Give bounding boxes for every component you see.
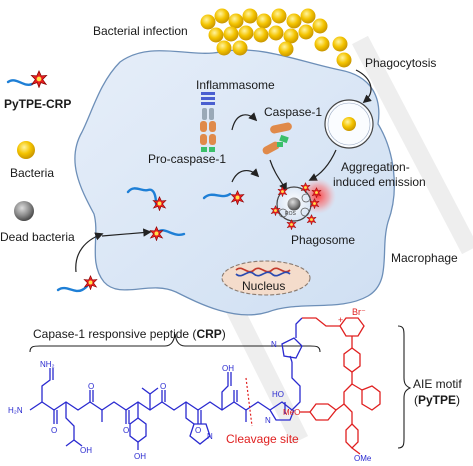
entry-arrow <box>75 232 104 273</box>
probe-in-cytoplasm <box>126 187 245 211</box>
legend-bacteria-label: Bacteria <box>10 166 55 180</box>
ros-label: ROS <box>285 211 297 217</box>
crp-title-suffix: ) <box>221 327 226 341</box>
vesicle-to-phagosome-arrow <box>308 149 337 181</box>
atom-br: Br⁻ <box>352 307 366 317</box>
atom-meo: MeO <box>283 408 301 417</box>
atom-o-4: O <box>160 382 167 391</box>
atom-oh-asp: OH <box>222 364 234 373</box>
label-aie-line2: induced emission <box>333 175 426 189</box>
pytpe-abbrev: PyTPE <box>418 393 457 407</box>
pytpe-open: ( <box>414 393 418 407</box>
legend-probe-label: PyTPE-CRP <box>4 97 72 111</box>
atom-o-1: O <box>51 426 58 435</box>
macrophage-cell <box>74 49 395 316</box>
background-watermark <box>221 35 473 445</box>
label-aie-line1: Aggregation- <box>341 160 410 174</box>
atom-n-his: N <box>207 432 213 441</box>
probe-entering <box>149 226 186 241</box>
atom-o-5: O <box>195 426 202 435</box>
legend-dead-bacteria-label: Dead bacteria <box>0 230 75 244</box>
label-inflammasome: Inflammasome <box>196 78 275 92</box>
label-bacterial-infection: Bacterial infection <box>93 24 188 38</box>
label-phagosome: Phagosome <box>291 233 356 247</box>
pytpe-structure <box>300 317 381 455</box>
atom-n-pro: N <box>265 416 271 425</box>
atom-plus: + <box>338 315 344 325</box>
phagosome <box>270 178 336 230</box>
atom-n-triazole: N <box>271 340 277 349</box>
aie-motif-label: AIE motif <box>413 377 462 391</box>
uptake-arrow <box>101 228 152 237</box>
crp-title-prefix: Capase-1 responsive peptide ( <box>33 327 197 341</box>
caspase-to-phagosome-arrow <box>269 159 287 192</box>
label-pro-caspase1: Pro-caspase-1 <box>148 152 227 166</box>
label-phagocytosis: Phagocytosis <box>365 56 437 70</box>
nucleus <box>221 260 311 296</box>
cleavage-site-label: Cleavage site <box>226 432 299 446</box>
inflammasome-to-caspase-arrow <box>231 112 258 131</box>
engulfed-vesicle <box>324 99 374 149</box>
pytpe-label: (PyTPE) <box>414 393 460 407</box>
caspase1-active <box>262 122 292 155</box>
atom-nh2-top: NH₂ <box>40 360 55 369</box>
pytpe-close: ) <box>456 393 461 407</box>
legend <box>6 70 48 221</box>
crp-title: Capase-1 responsive peptide (CRP) <box>33 327 226 341</box>
inflammasome-complex <box>200 92 216 152</box>
probe-extracellular <box>56 275 98 293</box>
bacteria-cluster <box>200 8 352 68</box>
aie-brace <box>397 325 412 449</box>
label-macrophage: Macrophage <box>391 251 458 265</box>
label-caspase1: Caspase-1 <box>264 105 323 119</box>
label-nucleus: Nucleus <box>242 279 286 293</box>
atom-oh-tyr: OH <box>134 452 146 461</box>
peptide-structure <box>29 317 303 450</box>
atom-ome: OMe <box>354 454 372 463</box>
atom-ho: HO <box>272 390 284 399</box>
probe-to-phagosome-arrow <box>231 168 260 183</box>
atom-o-2: O <box>88 382 95 391</box>
atom-oh-glu: OH <box>80 446 92 455</box>
crp-brace <box>29 333 321 353</box>
atom-h2n: H₂N <box>8 406 23 415</box>
cleavage-line <box>245 377 253 427</box>
phagocytosis-arrow <box>355 69 372 104</box>
atom-o-3: O <box>123 426 130 435</box>
crp-title-abbrev: CRP <box>196 327 222 341</box>
